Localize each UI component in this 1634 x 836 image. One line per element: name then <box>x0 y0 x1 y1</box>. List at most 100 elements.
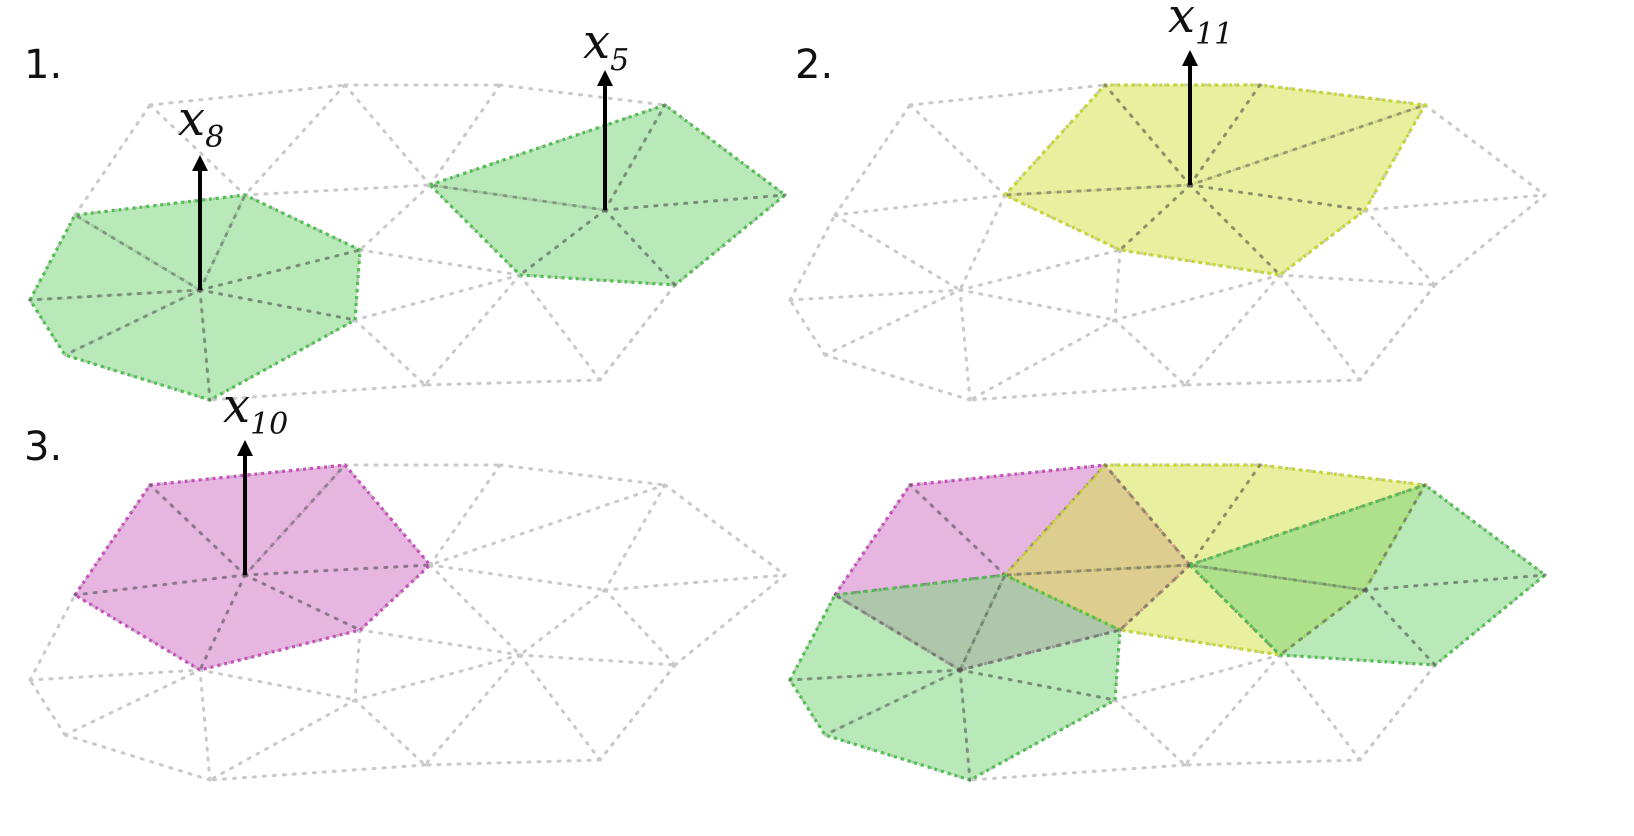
basis-support-patch <box>1187 483 1548 667</box>
mesh-edge <box>833 103 912 217</box>
mesh-edge <box>1358 283 1437 382</box>
mesh-edge <box>1358 663 1437 762</box>
patch-spoke <box>198 288 357 322</box>
patch-spoke <box>1188 563 1367 592</box>
arrow-head-icon <box>1182 50 1198 66</box>
mesh-edge <box>603 588 677 667</box>
patch-spoke <box>958 668 972 782</box>
mesh-edge <box>428 563 607 592</box>
patch-spoke <box>908 483 1007 577</box>
mesh-edge <box>208 763 427 782</box>
mesh-edge <box>423 758 602 767</box>
mesh-edge <box>1113 318 1187 387</box>
mesh-edge <box>603 573 787 592</box>
mesh-edge <box>423 273 522 387</box>
mesh-edge <box>353 273 522 322</box>
basis-label: x8 <box>178 91 224 155</box>
mesh-edge <box>1183 378 1362 387</box>
mesh-edge <box>28 593 77 682</box>
basis-support-patch <box>28 193 362 402</box>
mesh-edge <box>148 83 347 107</box>
panel-number: 2. <box>795 42 833 88</box>
mesh-edge <box>343 83 432 187</box>
mesh-edge <box>958 288 972 402</box>
mesh-edge <box>198 668 357 702</box>
mesh-edge <box>353 628 362 702</box>
patch-spoke <box>243 563 432 577</box>
mesh-edge <box>598 283 677 382</box>
mesh-edge <box>423 378 602 387</box>
mesh-edge <box>73 103 152 217</box>
mesh-edge <box>1278 653 1362 762</box>
patch-spoke <box>148 483 247 577</box>
patch-spoke <box>1363 588 1437 667</box>
mesh-edge <box>63 668 202 737</box>
patch-spoke <box>1188 83 1262 187</box>
mesh-edge <box>1113 653 1282 702</box>
basis-symbol: x <box>223 378 250 434</box>
patch-spoke <box>603 193 787 212</box>
mesh-edge <box>823 288 962 357</box>
mesh-edge <box>663 483 787 577</box>
patch-spoke <box>1363 573 1547 592</box>
mesh-edge <box>1183 653 1282 767</box>
patch-spoke <box>518 208 607 277</box>
mesh-edge <box>198 668 212 782</box>
mesh-edge <box>353 653 522 702</box>
mesh-edge <box>208 698 357 782</box>
patch-spoke <box>1103 83 1192 187</box>
mesh-edge <box>908 83 1107 107</box>
mesh-edge <box>788 288 962 302</box>
basis-label: x11 <box>1168 0 1233 52</box>
arrow-head-icon <box>192 155 208 171</box>
mesh-edge <box>968 383 1187 402</box>
patch-spoke <box>28 288 202 302</box>
mesh-edge <box>518 588 607 657</box>
mesh-edge <box>1113 698 1187 767</box>
mesh-edge <box>1363 208 1437 287</box>
mesh-edge <box>833 193 1007 217</box>
mesh-edge <box>358 248 522 277</box>
mesh-edge <box>1113 273 1282 322</box>
mesh-edge <box>1183 273 1282 387</box>
panel-number: 1. <box>24 42 62 88</box>
mesh-edge <box>498 463 667 487</box>
mesh-edge <box>358 183 432 252</box>
basis-symbol: x <box>178 91 205 147</box>
panel-4 <box>788 463 1548 782</box>
mesh-edge <box>28 678 67 737</box>
patch-spoke <box>833 593 962 672</box>
mesh-edge <box>358 628 522 657</box>
patch-spoke <box>198 288 212 402</box>
patch-spoke <box>1003 563 1192 577</box>
patch-spoke <box>198 573 247 672</box>
mesh-edge <box>518 653 602 762</box>
mesh-edge <box>1423 103 1547 197</box>
patch-spoke <box>1188 463 1262 567</box>
mesh-edge <box>423 653 522 767</box>
panel-2: x11 <box>788 0 1547 402</box>
patch-spoke <box>1118 563 1192 632</box>
patch-spoke <box>958 628 1122 672</box>
mesh-edge <box>428 103 667 187</box>
patch-spoke <box>243 573 362 632</box>
patch-spoke <box>958 573 1007 672</box>
basis-symbol: x <box>1168 0 1195 44</box>
patch-spoke <box>1278 588 1367 657</box>
mesh-edge <box>428 83 502 187</box>
mesh-edge <box>673 573 787 667</box>
basis-support-patch <box>1002 83 1428 277</box>
mesh-edge <box>243 83 347 197</box>
patch-spoke <box>73 213 202 292</box>
mesh-edge <box>1278 273 1437 287</box>
mesh-edge <box>603 483 667 592</box>
mesh-edge <box>1003 193 1122 252</box>
arrow-head-icon <box>237 440 253 456</box>
patch-spoke <box>788 668 962 682</box>
mesh-edge <box>823 353 972 402</box>
patch-spoke <box>1188 183 1367 212</box>
arrow-head-icon <box>597 70 613 86</box>
panel-3: x10 <box>28 378 787 782</box>
